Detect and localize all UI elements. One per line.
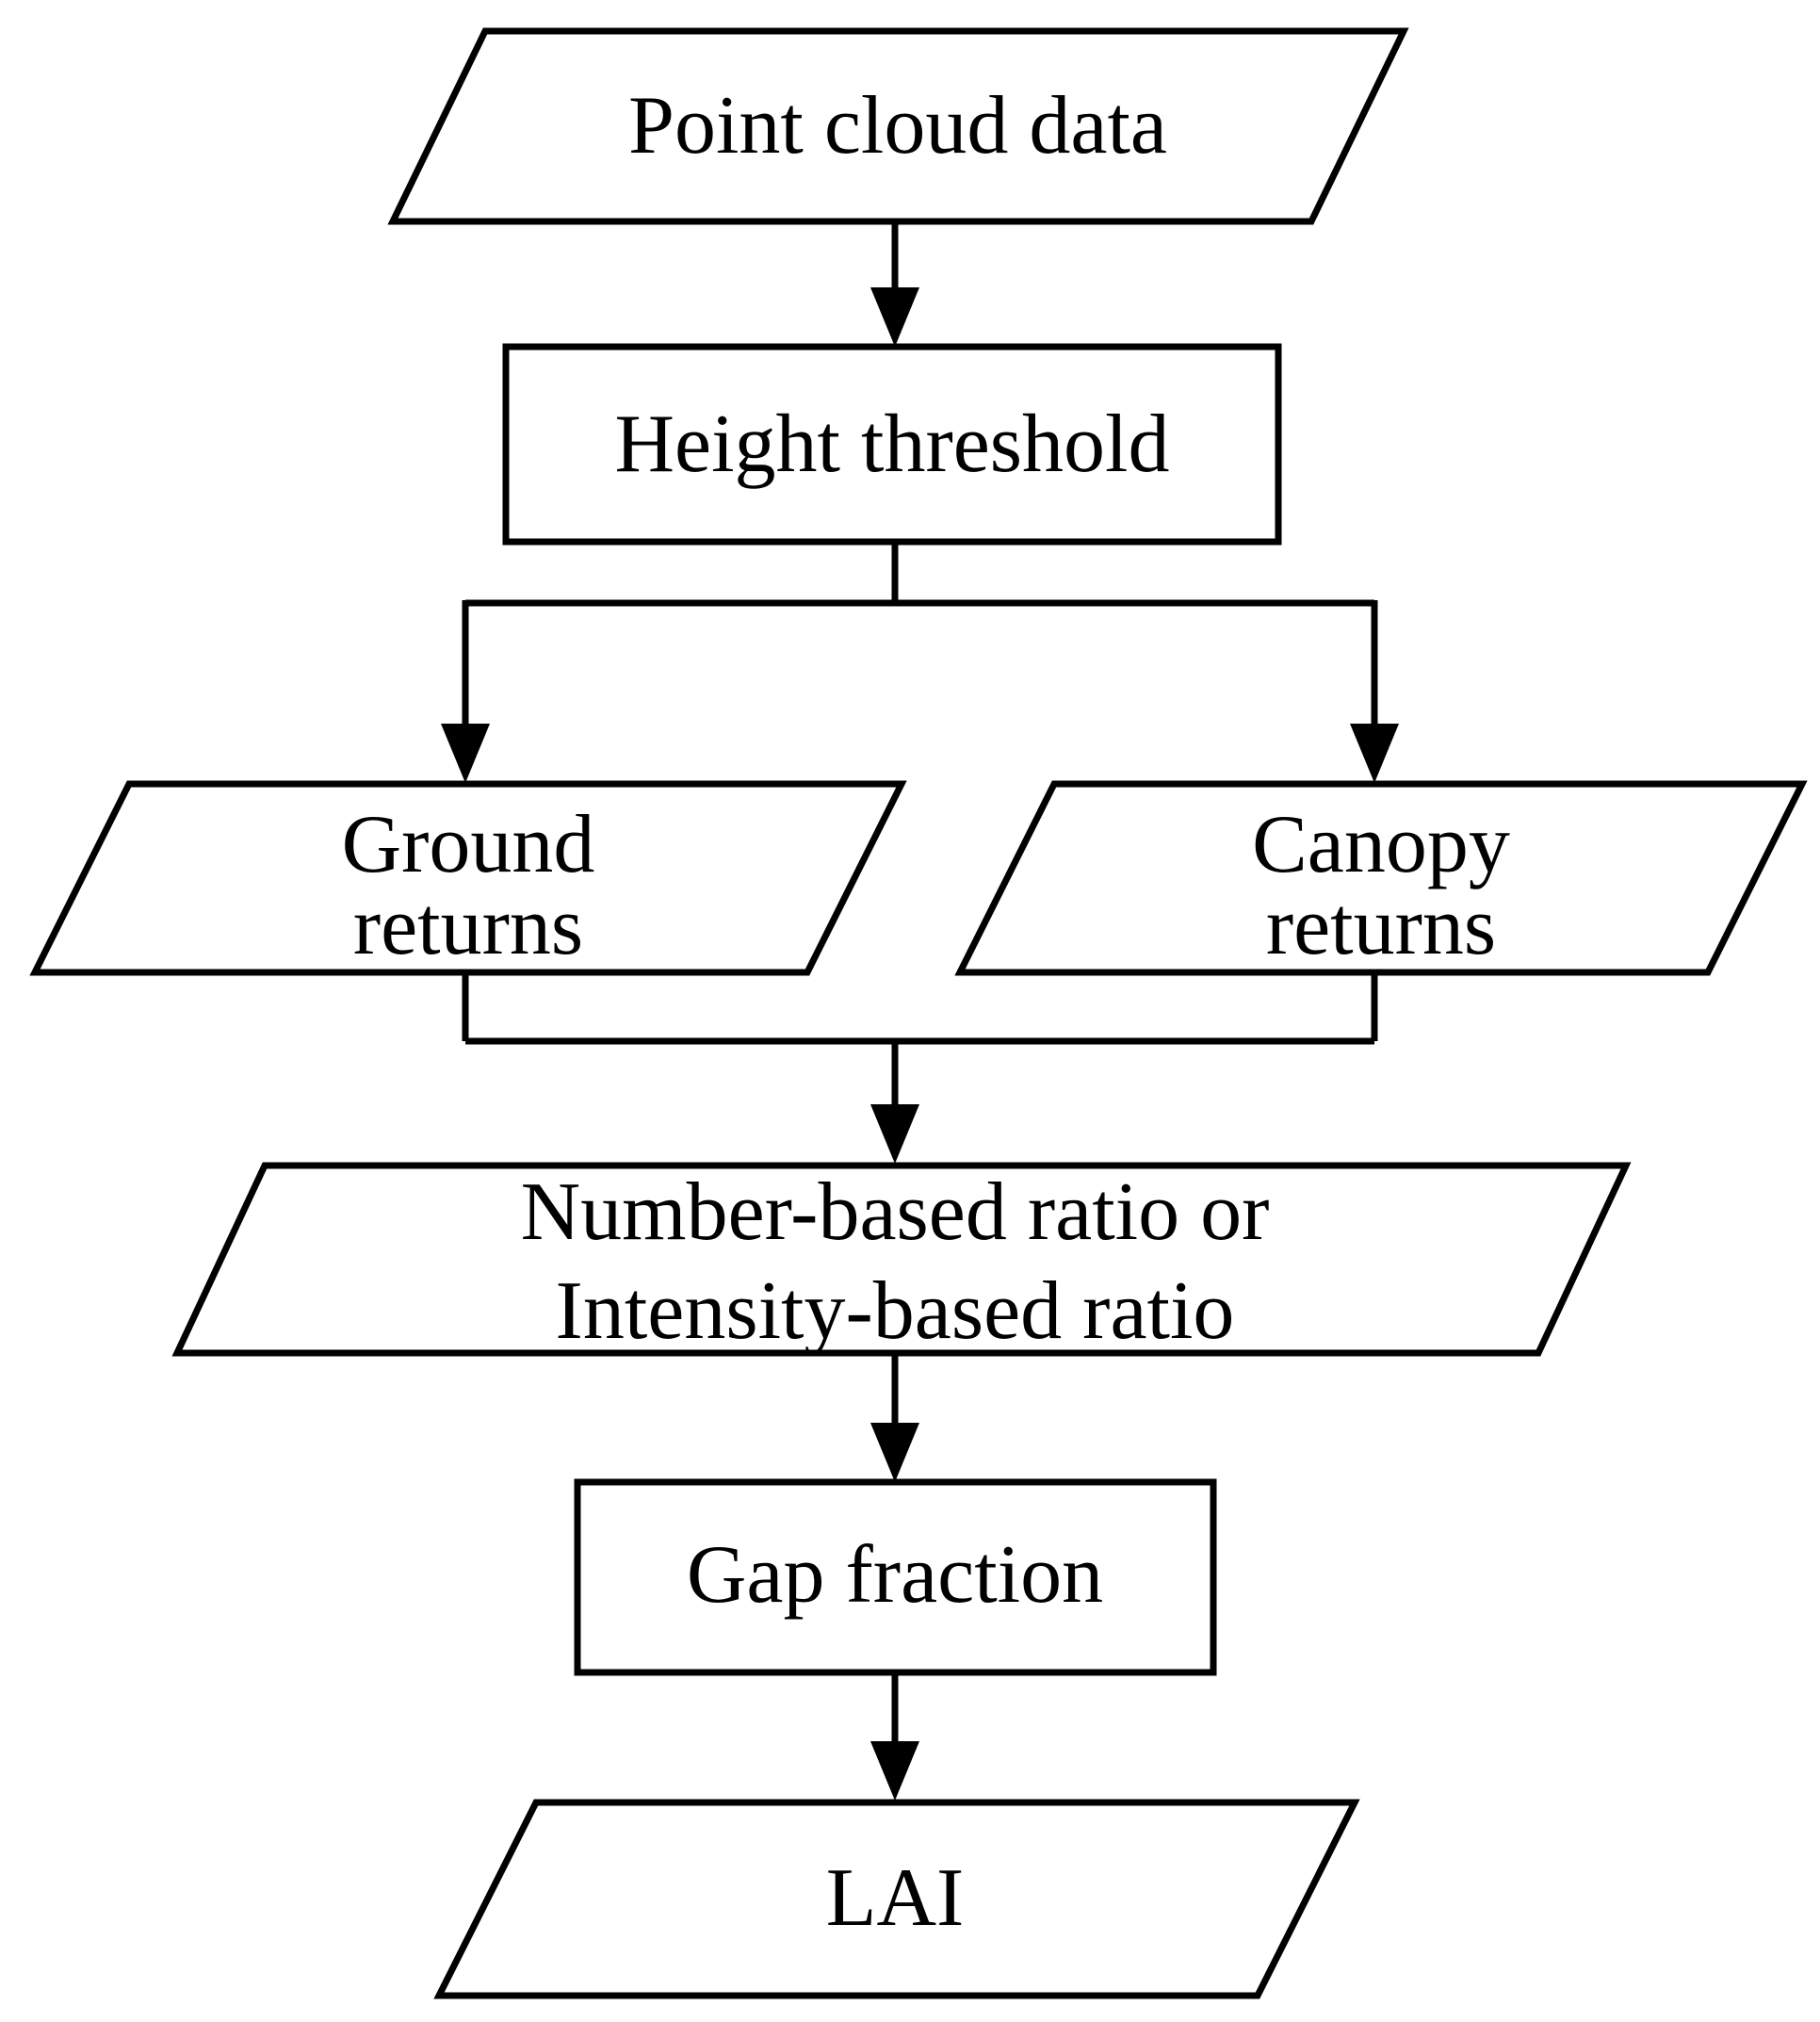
arrow-pointcloud-to-heightthreshold-head xyxy=(870,287,919,347)
lai-label: LAI xyxy=(826,1852,965,1944)
arrow-gapfraction-to-lai-head xyxy=(870,1741,919,1801)
gap-fraction-rectangle xyxy=(574,1478,1217,1676)
arrow-into-canopy-head xyxy=(1350,724,1399,783)
lai-parallelogram xyxy=(433,1799,1360,1999)
point-cloud-data-parallelogram xyxy=(387,27,1409,225)
ground-returns-label-line2: returns xyxy=(353,881,583,972)
ground-returns-label-line1: Ground xyxy=(342,799,595,890)
height-threshold-rectangle xyxy=(502,343,1282,546)
height-threshold-label: Height threshold xyxy=(614,399,1169,490)
canopy-returns-label-line1: Canopy xyxy=(1252,799,1510,890)
arrow-ratio-to-gapfraction-head xyxy=(870,1423,919,1482)
point-cloud-data-label: Point cloud data xyxy=(628,80,1167,171)
merge-connector-lines xyxy=(462,970,1378,1108)
gap-fraction-label: Gap fraction xyxy=(687,1529,1103,1621)
ratio-parallelogram xyxy=(171,1162,1632,1357)
arrow-into-ground-head xyxy=(441,724,490,783)
ground-returns-parallelogram xyxy=(29,780,907,976)
arrow-into-ratio-head xyxy=(870,1104,919,1164)
ratio-label-line2: Intensity-based ratio xyxy=(556,1265,1235,1357)
split-connector-lines xyxy=(462,542,1378,727)
canopy-returns-label-line2: returns xyxy=(1266,881,1496,972)
ratio-label-line1: Number-based ratio or xyxy=(521,1166,1270,1258)
canopy-returns-parallelogram xyxy=(954,780,1808,976)
